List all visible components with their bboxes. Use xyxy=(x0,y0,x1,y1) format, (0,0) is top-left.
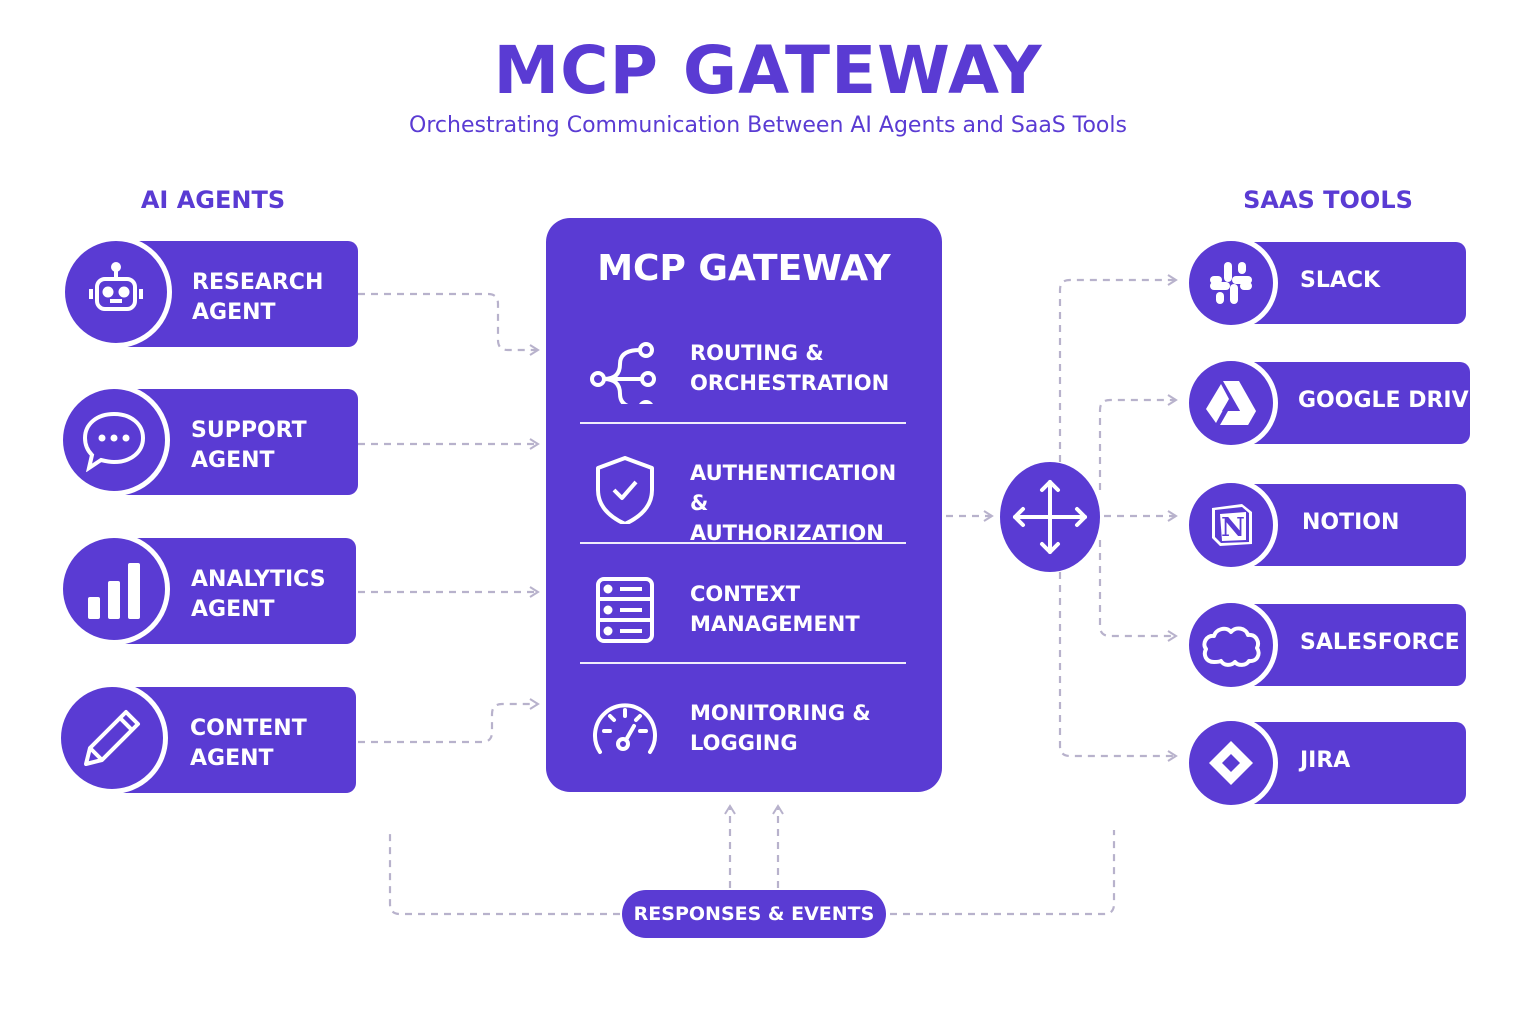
saas-tools-heading: SAAS TOOLS xyxy=(1243,186,1413,214)
google-drive-icon xyxy=(1184,356,1278,450)
svg-text:N: N xyxy=(1221,513,1245,543)
gateway-item-label: ROUTING & ORCHESTRATION xyxy=(690,338,889,398)
gateway-item-line1: MONITORING & xyxy=(690,701,871,725)
robot-icon xyxy=(60,236,172,348)
divider xyxy=(580,662,906,664)
gateway-item-line1: CONTEXT xyxy=(690,582,801,606)
tool-salesforce[interactable]: SALESFORCE xyxy=(1184,598,1466,692)
connector-jira xyxy=(1058,572,1178,762)
gateway-item-line2: MANAGEMENT xyxy=(690,612,860,636)
tool-label: GOOGLE DRIVE xyxy=(1298,388,1484,413)
gateway-item-line1: AUTHENTICATION & xyxy=(690,461,897,515)
page-title: MCP GATEWAY xyxy=(493,32,1043,109)
tool-notion[interactable]: N NOTION xyxy=(1184,478,1466,572)
tool-jira[interactable]: JIRA xyxy=(1184,716,1466,810)
agent-label-line1: CONTENT xyxy=(190,716,307,741)
server-stack-icon xyxy=(596,577,654,643)
tool-label: JIRA xyxy=(1300,748,1351,773)
tool-label: SALESFORCE xyxy=(1300,630,1460,655)
gateway-title: MCP GATEWAY xyxy=(597,248,891,289)
notion-icon: N xyxy=(1184,478,1278,572)
gateway-item-label: MONITORING & LOGGING xyxy=(690,698,871,758)
agent-label-line1: ANALYTICS xyxy=(191,567,326,592)
divider xyxy=(580,422,906,424)
agent-label-line2: AGENT xyxy=(190,746,274,771)
connector-drive xyxy=(1098,394,1178,490)
agent-label-line1: SUPPORT xyxy=(191,418,307,443)
gateway-monitoring: MONITORING & LOGGING xyxy=(580,674,910,784)
gateway-item-line2: ORCHESTRATION xyxy=(690,371,890,395)
gateway-item-line1: ROUTING & xyxy=(690,341,824,365)
agent-label: SUPPORT AGENT xyxy=(191,416,307,476)
network-branch-icon xyxy=(590,342,656,404)
ai-agents-heading: AI AGENTS xyxy=(140,186,286,214)
agent-label: ANALYTICS AGENT xyxy=(191,565,326,625)
connector-salesforce xyxy=(1098,540,1178,642)
gateway-context: CONTEXT MANAGEMENT xyxy=(580,555,910,665)
connector-events-left xyxy=(388,830,620,916)
bar-chart-icon xyxy=(58,533,170,645)
gateway-auth: AUTHENTICATION & AUTHORIZATION xyxy=(580,434,910,545)
salesforce-cloud-icon xyxy=(1184,598,1278,692)
move-arrows-icon xyxy=(1013,480,1087,554)
page-subtitle: Orchestrating Communication Between AI A… xyxy=(409,113,1127,138)
shield-check-icon xyxy=(596,456,654,524)
gateway-panel: MCP GATEWAY ROUTING & ORCHESTRATION AUTH… xyxy=(546,218,942,792)
gateway-item-label: CONTEXT MANAGEMENT xyxy=(690,579,860,639)
gateway-item-line2: LOGGING xyxy=(690,731,798,755)
connector-research xyxy=(358,292,540,356)
hub-node xyxy=(1000,462,1100,572)
tool-slack[interactable]: SLACK xyxy=(1184,236,1466,330)
connector-events-right xyxy=(890,830,1116,916)
gauge-icon xyxy=(593,703,657,754)
tool-label: NOTION xyxy=(1302,510,1400,535)
connector-content xyxy=(358,698,540,744)
pencil-icon xyxy=(56,682,168,794)
agent-analytics[interactable]: ANALYTICS AGENT xyxy=(58,533,356,645)
agent-label-line2: AGENT xyxy=(191,448,275,473)
tool-label: SLACK xyxy=(1300,268,1381,293)
agent-label: CONTENT AGENT xyxy=(190,714,307,774)
agent-label-line2: AGENT xyxy=(191,597,275,622)
gateway-routing: ROUTING & ORCHESTRATION xyxy=(580,314,910,424)
responses-events-pill: RESPONSES & EVENTS xyxy=(622,890,886,938)
agent-support[interactable]: SUPPORT AGENT xyxy=(58,384,358,496)
agent-label: RESEARCH AGENT xyxy=(192,268,323,328)
jira-icon xyxy=(1184,716,1278,810)
divider xyxy=(580,542,906,544)
connector-slack xyxy=(1058,274,1178,462)
agent-content[interactable]: CONTENT AGENT xyxy=(56,682,356,794)
chat-bubble-icon xyxy=(58,384,170,496)
tool-google-drive[interactable]: GOOGLE DRIVE xyxy=(1184,356,1484,450)
gateway-item-label: AUTHENTICATION & AUTHORIZATION xyxy=(690,458,910,548)
agent-label-line1: RESEARCH xyxy=(192,270,324,295)
agent-research[interactable]: RESEARCH AGENT xyxy=(60,236,358,348)
gateway-item-line2: AUTHORIZATION xyxy=(690,521,884,545)
agent-label-line2: AGENT xyxy=(192,300,276,325)
slack-icon xyxy=(1184,236,1278,330)
